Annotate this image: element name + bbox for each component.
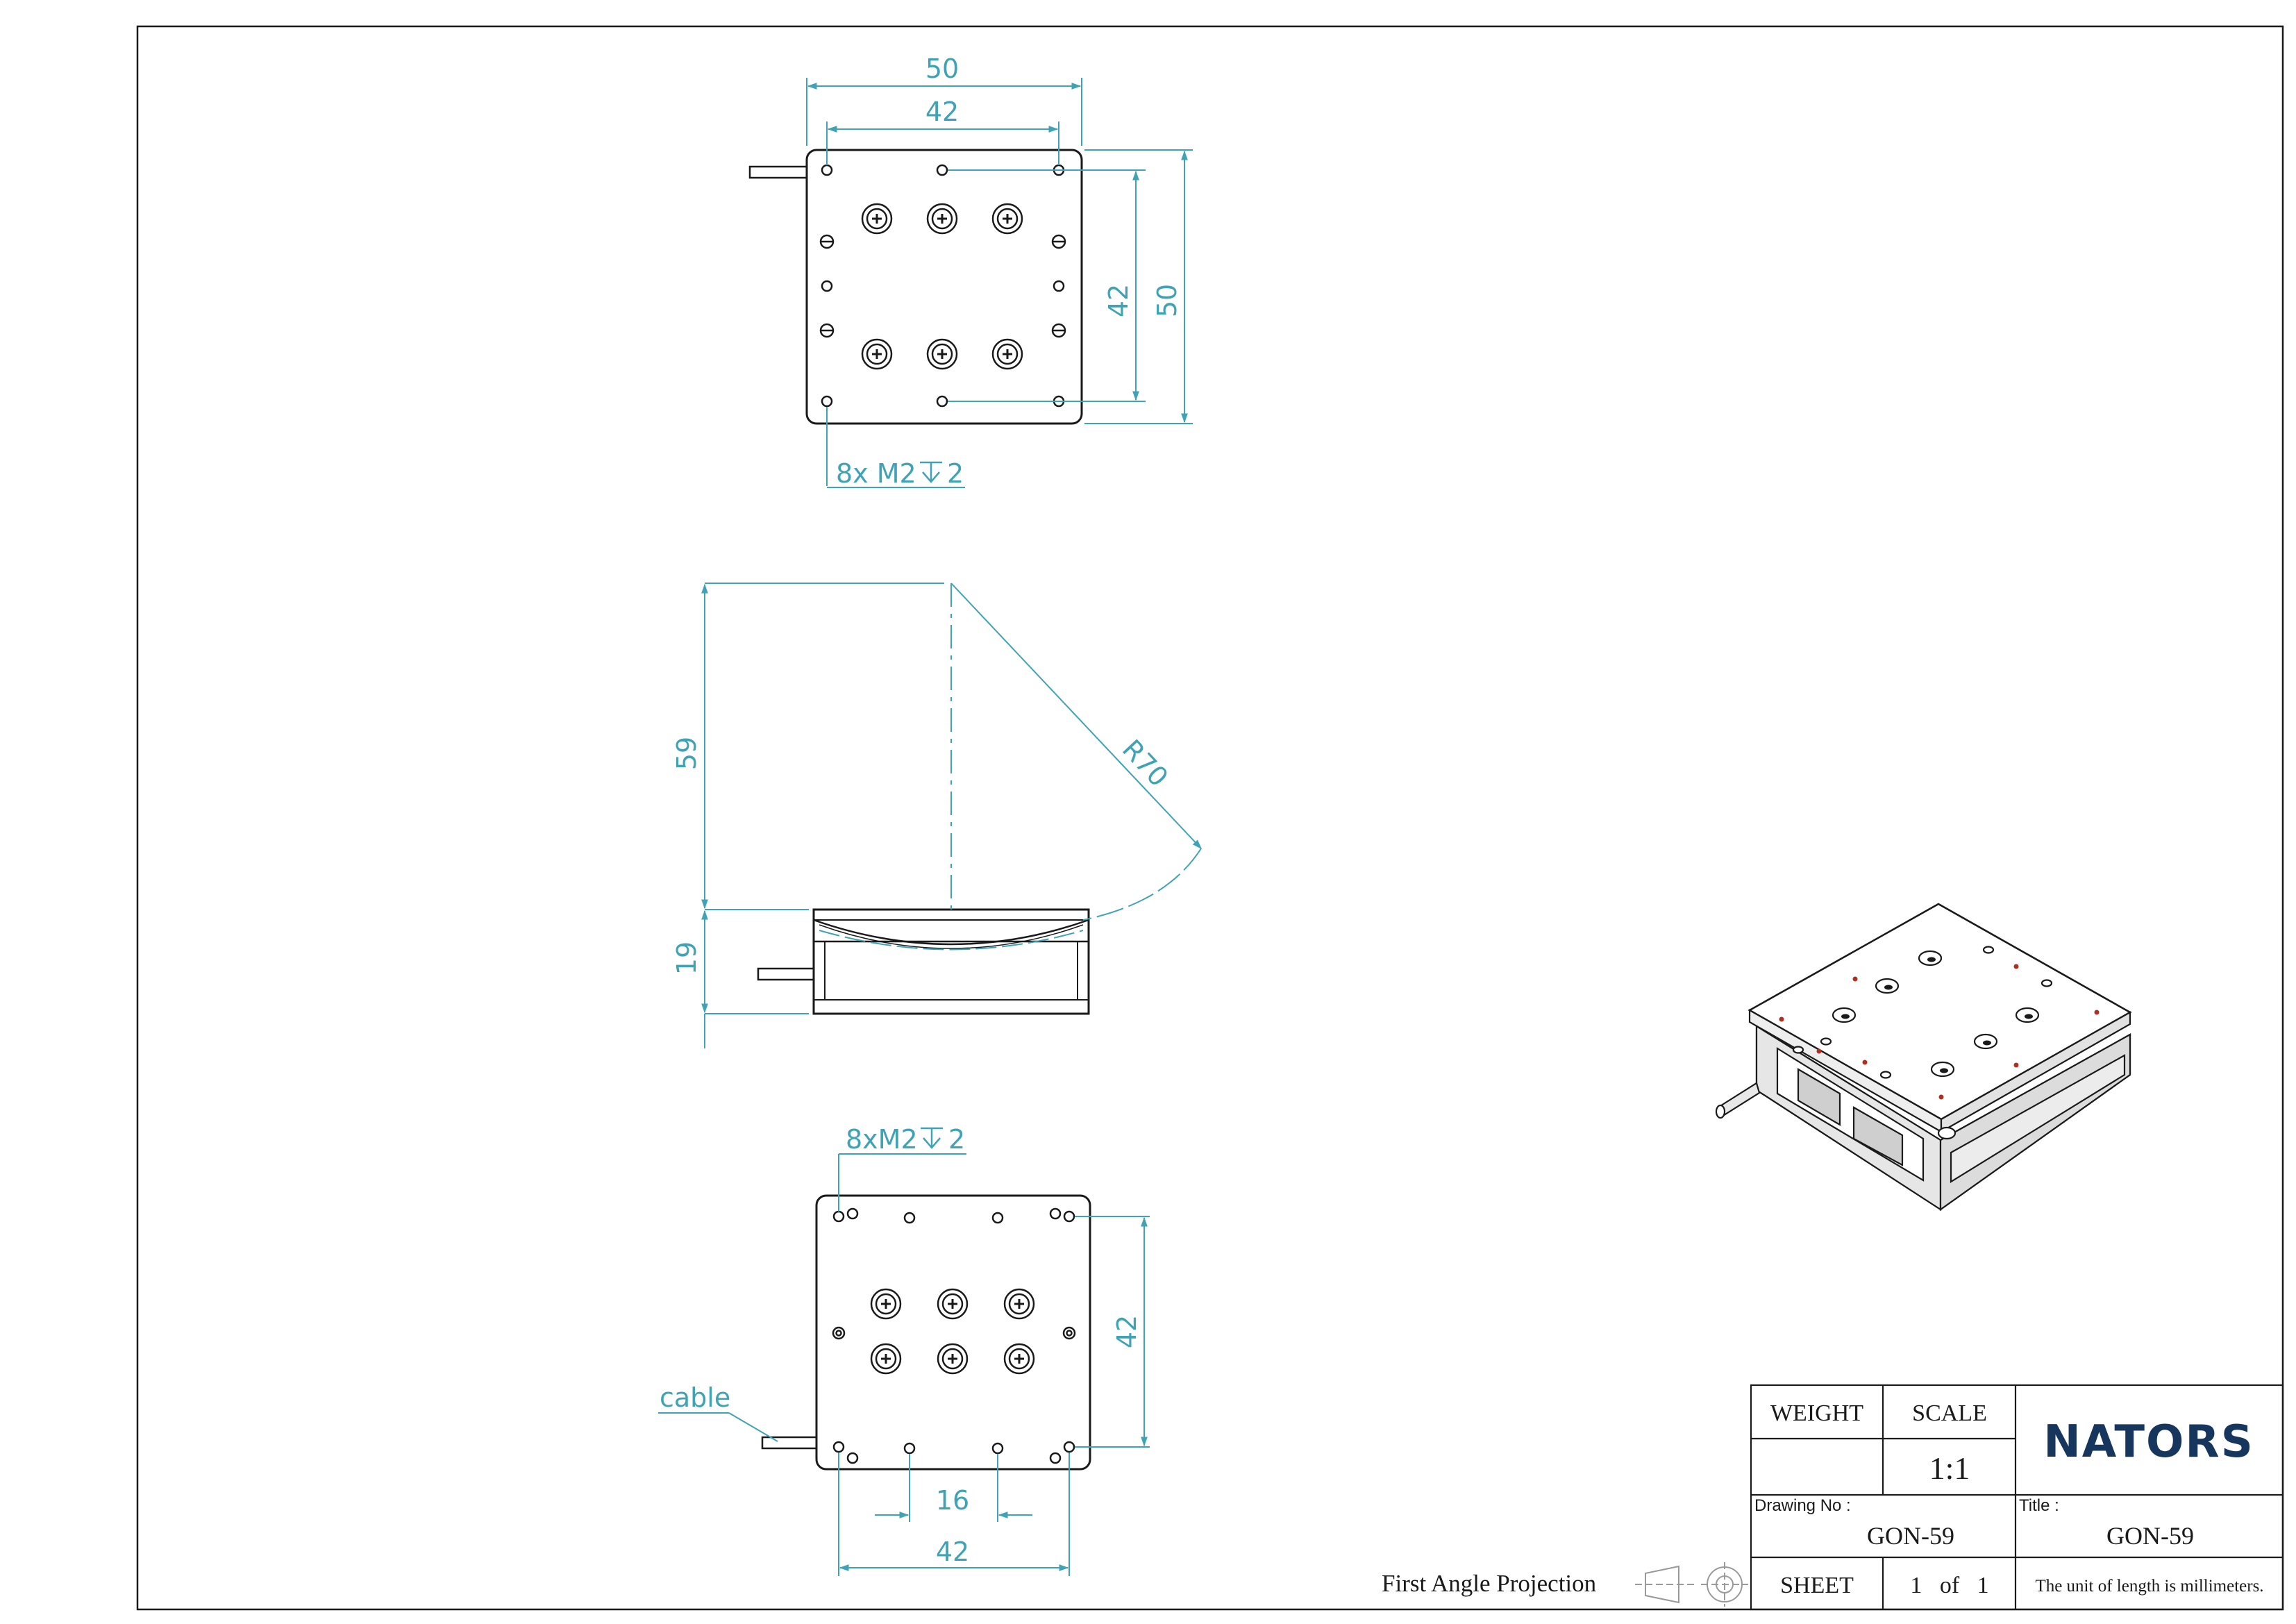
- top-cable-stub: [748, 165, 808, 179]
- company-logo: NATORS: [2043, 1416, 2254, 1468]
- top-thread-note: 8x M2: [836, 458, 916, 489]
- bottom-cable-stub: [761, 1436, 818, 1450]
- title-label: Title :: [2019, 1496, 2059, 1515]
- top-screws: [861, 203, 1023, 370]
- bottom-screws: [870, 1288, 1035, 1375]
- depth-symbol: [920, 461, 942, 483]
- drawing-no-label: Drawing No :: [1754, 1496, 1851, 1515]
- top-view: 50 42 42 50 8x M2 2: [748, 53, 1193, 489]
- top-plate-outline: [805, 149, 1083, 425]
- top-small-holes: [821, 164, 1065, 408]
- isometric-view: [1715, 903, 2132, 1212]
- bottom-view: 8xM2 2 42 16 42 cable: [658, 1124, 1150, 1576]
- projection-symbol-icon: [1635, 1562, 1748, 1607]
- dim-stage-height: 19: [671, 941, 702, 975]
- weight-label: WEIGHT: [1770, 1400, 1863, 1426]
- sheet-label: SHEET: [1780, 1573, 1854, 1598]
- depth-symbol-bottom: [921, 1127, 943, 1149]
- bottom-thread-note: 8xM2: [846, 1124, 918, 1155]
- bottom-plate-outline: [815, 1194, 1091, 1471]
- side-cable-stub: [757, 967, 815, 981]
- title-block: WEIGHT SCALE 1:1 NATORS Drawing No : GON…: [1382, 1384, 2284, 1611]
- dim-top-hole-height: 42: [1103, 284, 1134, 317]
- sheet-border: [136, 25, 2284, 1611]
- dim-radius: R70: [1116, 734, 1174, 793]
- side-view: 59 19 R70: [671, 583, 1202, 1048]
- bottom-small-holes: [832, 1207, 1076, 1464]
- dim-bottom-center-spacing: 16: [936, 1485, 969, 1516]
- drawing-title: GON-59: [2106, 1522, 2194, 1550]
- dim-bottom-hole-height: 42: [1112, 1315, 1142, 1348]
- dim-bottom-hole-width: 42: [936, 1537, 969, 1567]
- projection-label: First Angle Projection: [1382, 1570, 1596, 1597]
- bottom-thread-depth: 2: [948, 1124, 965, 1155]
- sheet-value: 1 of 1: [1910, 1573, 1988, 1598]
- dim-top-overall-height: 50: [1152, 284, 1182, 317]
- cable-label: cable: [660, 1382, 730, 1413]
- side-body: [812, 908, 1090, 1015]
- top-thread-depth: 2: [947, 458, 964, 489]
- unit-note: The unit of length is millimeters.: [2035, 1577, 2263, 1596]
- scale-value: 1:1: [1929, 1450, 1970, 1486]
- dim-top-overall-width: 50: [925, 53, 959, 84]
- scale-label: SCALE: [1912, 1400, 1987, 1426]
- dim-tilt-height: 59: [671, 737, 702, 770]
- drawing-no: GON-59: [1867, 1522, 1954, 1550]
- dim-top-hole-width: 42: [925, 97, 959, 127]
